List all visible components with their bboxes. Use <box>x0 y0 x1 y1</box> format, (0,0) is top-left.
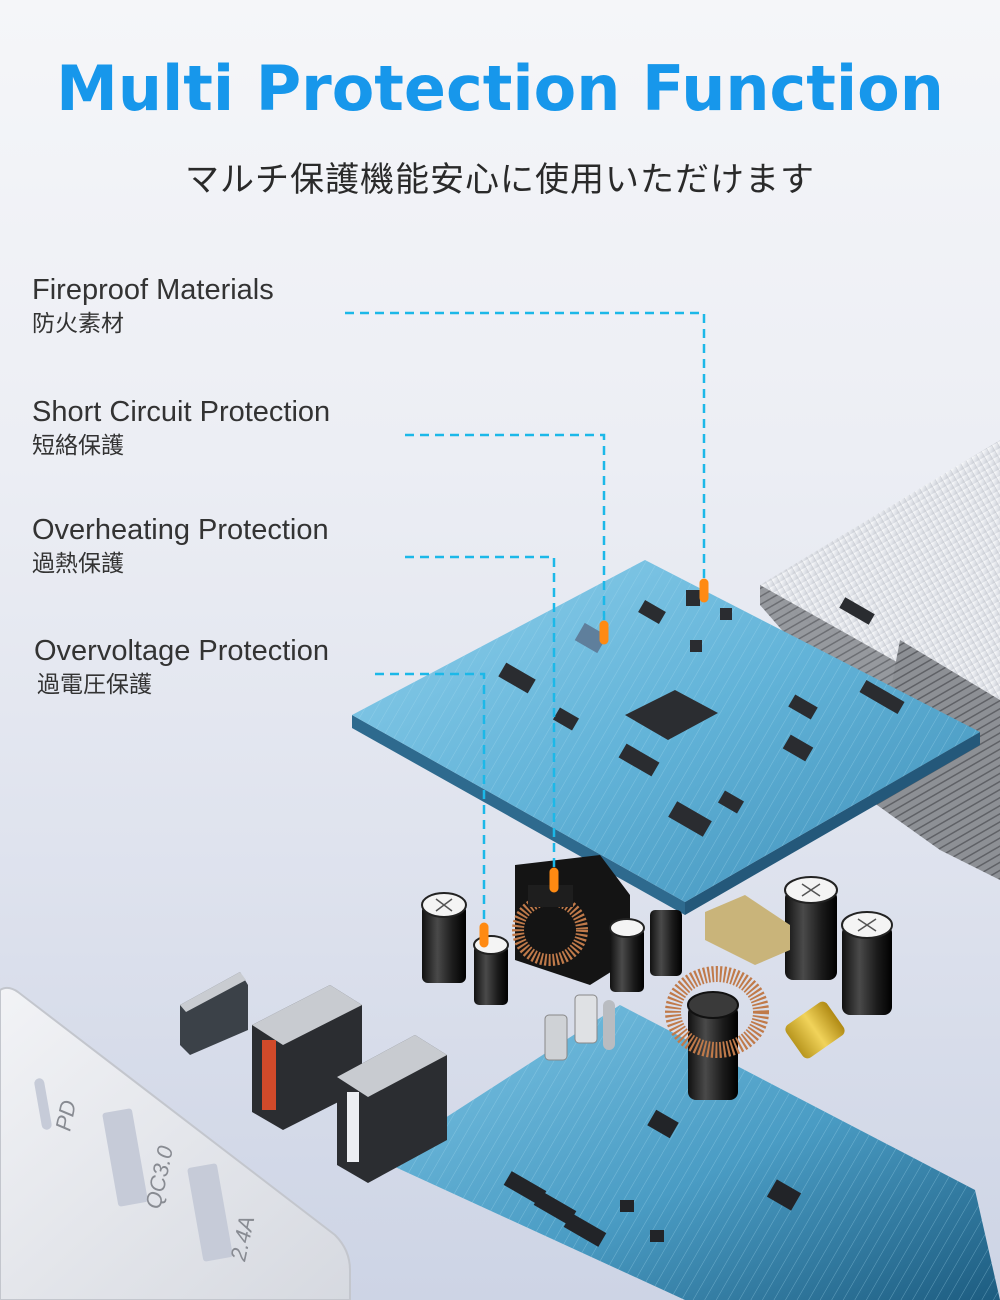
faceplate: PD QC3.0 2.4A <box>0 986 351 1300</box>
leader-line-fireproof <box>345 311 706 585</box>
usb-a-port-1 <box>252 985 362 1130</box>
feature-label-jp: 短絡保護 <box>32 433 124 459</box>
feature-short-circuit: Short Circuit Protection 短絡保護 <box>32 395 330 463</box>
feature-label-jp: 過電圧保護 <box>37 672 152 698</box>
transformer <box>512 855 630 985</box>
capacitors <box>421 876 893 1100</box>
feature-fireproof: Fireproof Materials 防火素材 <box>32 273 274 341</box>
leader-line-short-circuit <box>405 433 606 625</box>
leader-line-overvoltage <box>375 672 486 927</box>
markers <box>479 578 709 948</box>
feature-label-jp: 防火素材 <box>32 311 124 337</box>
feature-overvoltage: Overvoltage Protection 過電圧保護 <box>34 634 329 702</box>
feature-label-en: Fireproof Materials <box>32 274 274 306</box>
feature-overheating: Overheating Protection 過熱保護 <box>32 513 329 581</box>
usb-c-connector <box>180 972 248 1055</box>
feature-label-en: Overheating Protection <box>32 514 329 546</box>
leader-line-overheating <box>405 555 556 872</box>
bottom-pcb <box>380 1005 1000 1300</box>
page-title: Multi Protection Function <box>56 52 944 125</box>
feature-label-en: Overvoltage Protection <box>34 635 329 667</box>
feature-label-jp: 過熱保護 <box>32 551 124 577</box>
usb-a-port-2 <box>337 1035 447 1183</box>
leader-lines <box>345 311 706 927</box>
feature-label-en: Short Circuit Protection <box>32 396 331 428</box>
page-subtitle: マルチ保護機能安心に使用いただけます <box>185 160 815 200</box>
port-label-pd: PD <box>50 1098 81 1133</box>
